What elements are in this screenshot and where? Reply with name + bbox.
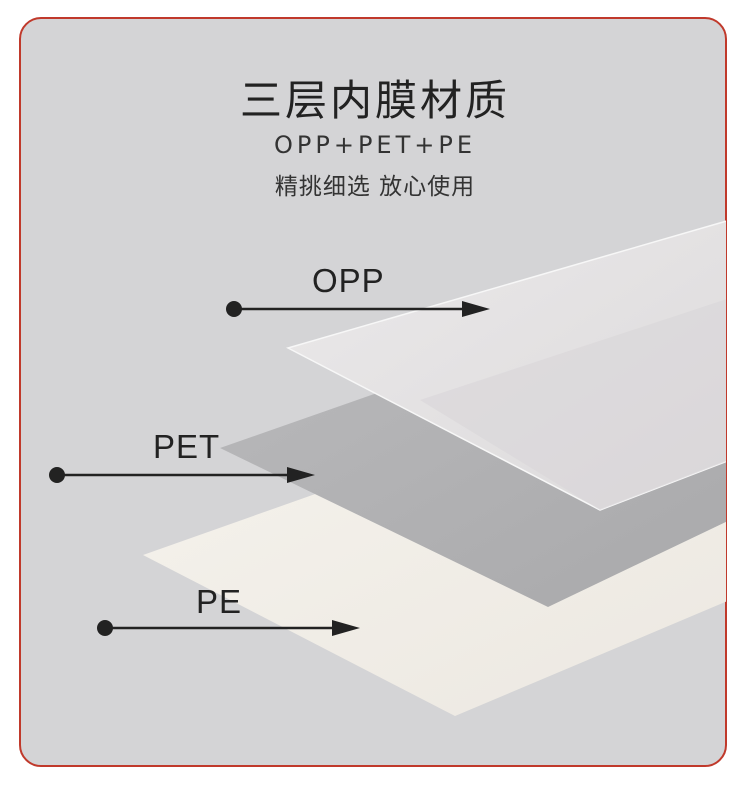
opp-sheet-highlight bbox=[420, 298, 726, 510]
layer-label-opp: OPP bbox=[312, 262, 385, 299]
page-title: 三层内膜材质 bbox=[239, 76, 510, 125]
opp-arrow bbox=[226, 301, 490, 317]
tagline: 精挑细选 放心使用 bbox=[274, 174, 476, 200]
layer-label-pet: PET bbox=[153, 428, 221, 465]
layer-label-pe: PE bbox=[196, 583, 243, 620]
pe-arrow bbox=[97, 620, 360, 636]
pet-arrow bbox=[49, 467, 315, 483]
material-subtitle: OPP+PET+PE bbox=[274, 131, 476, 159]
